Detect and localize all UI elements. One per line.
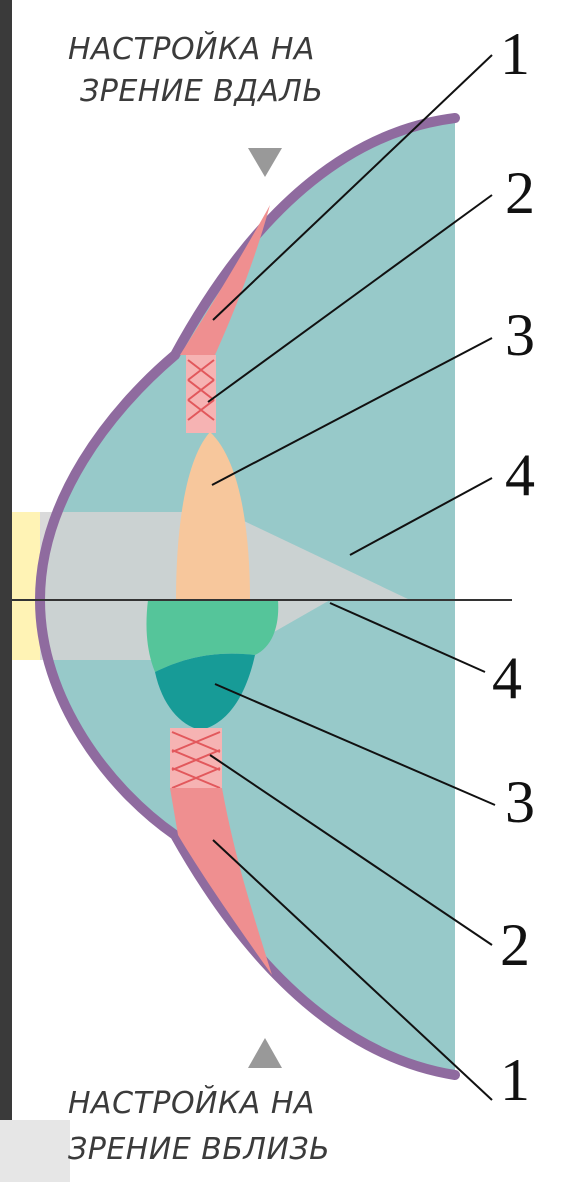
label-top-1: 1 bbox=[500, 24, 530, 84]
label-top-2: 2 bbox=[505, 163, 535, 223]
label-bottom-3: 3 bbox=[505, 772, 535, 832]
label-top-3: 3 bbox=[505, 305, 535, 365]
caption-bottom-line-2: ЗРЕНИЕ ВБЛИЗЬ bbox=[68, 1132, 577, 1167]
label-top-4: 4 bbox=[505, 445, 535, 505]
zonule-fibers-top bbox=[186, 355, 216, 433]
panel-corner bbox=[0, 1120, 70, 1182]
label-bottom-1: 1 bbox=[500, 1050, 530, 1110]
label-bottom-2: 2 bbox=[500, 915, 530, 975]
label-bottom-4: 4 bbox=[492, 648, 522, 708]
